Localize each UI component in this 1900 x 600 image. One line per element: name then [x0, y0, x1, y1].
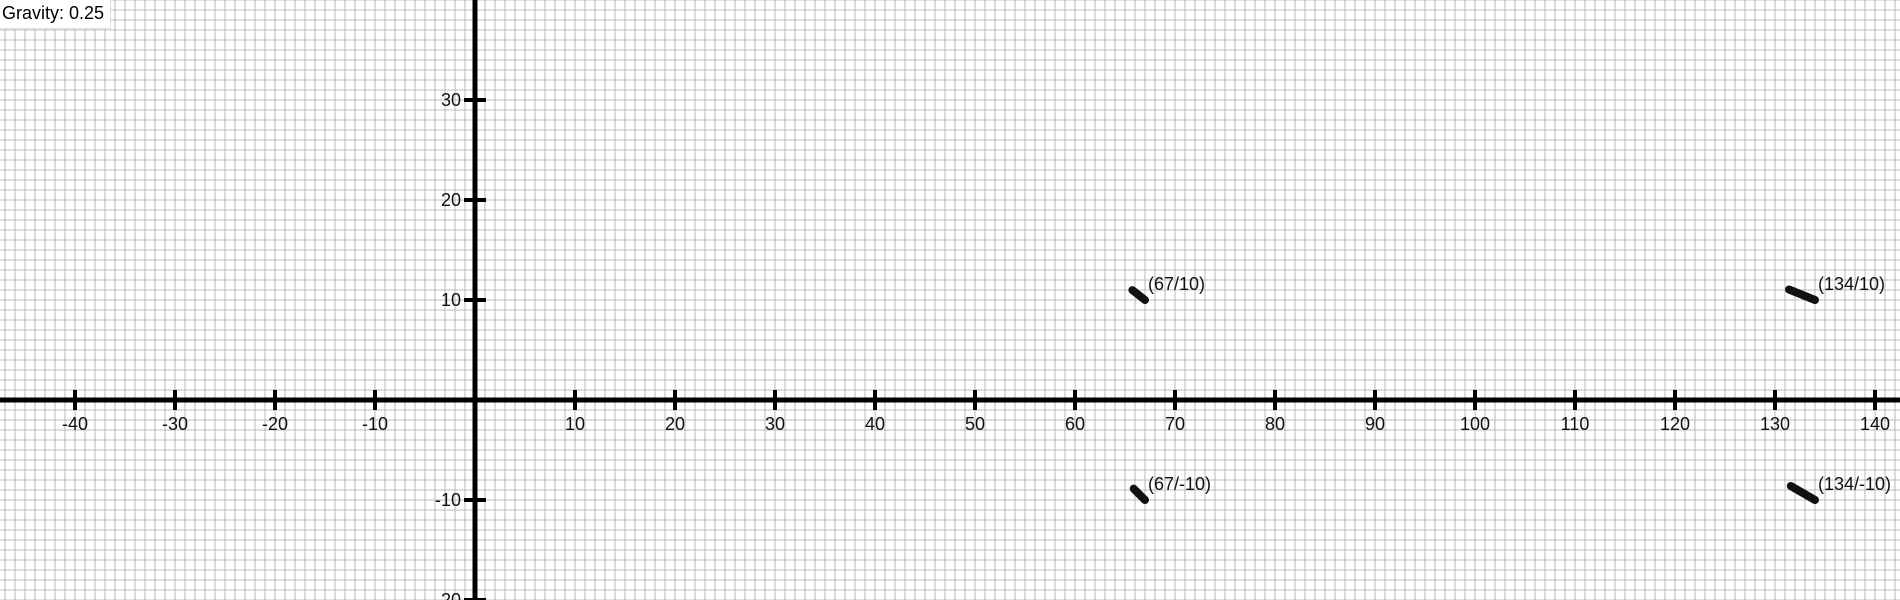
x-tick-label: 40 [865, 414, 885, 434]
y-tick-label: -20 [435, 590, 461, 600]
point-label: (134/-10) [1818, 474, 1891, 494]
x-tick-label: -20 [262, 414, 288, 434]
x-tick-label: -30 [162, 414, 188, 434]
x-tick-label: 100 [1460, 414, 1490, 434]
x-tick-label: 70 [1165, 414, 1185, 434]
x-tick-label: 120 [1660, 414, 1690, 434]
y-tick-label: -10 [435, 490, 461, 510]
point-marker[interactable] [1785, 285, 1819, 304]
x-tick-label: 10 [565, 414, 585, 434]
x-tick-label: -40 [62, 414, 88, 434]
y-tick-label: 20 [441, 190, 461, 210]
x-tick-label: 60 [1065, 414, 1085, 434]
point-marker[interactable] [1786, 482, 1819, 504]
y-tick-label: 30 [441, 90, 461, 110]
markers: (67/10) (134/10) (67/-10) (134/-10) [1128, 274, 1891, 504]
point-marker[interactable] [1129, 484, 1149, 504]
x-tick-label: 30 [765, 414, 785, 434]
y-tick-label: 10 [441, 290, 461, 310]
x-tick-label: 50 [965, 414, 985, 434]
x-axis-ticks: -40 -30 -20 -10 10 20 30 40 50 60 70 80 90 100 110 120 1… [62, 390, 1890, 434]
point-label: (67/-10) [1148, 474, 1211, 494]
y-axis-ticks: 30 20 10 -10 -20 [435, 90, 486, 600]
x-tick-label: 110 [1561, 414, 1590, 434]
x-tick-label: -10 [362, 414, 388, 434]
x-tick-label: 130 [1760, 414, 1790, 434]
x-tick-label: 80 [1265, 414, 1285, 434]
point-label: (67/10) [1148, 274, 1205, 294]
x-tick-label: 20 [665, 414, 685, 434]
x-tick-label: 90 [1365, 414, 1385, 434]
point-marker[interactable] [1128, 286, 1149, 304]
gravity-readout: Gravity: 0.25 [0, 0, 112, 29]
point-label: (134/10) [1818, 274, 1885, 294]
x-tick-label: 140 [1860, 414, 1890, 434]
